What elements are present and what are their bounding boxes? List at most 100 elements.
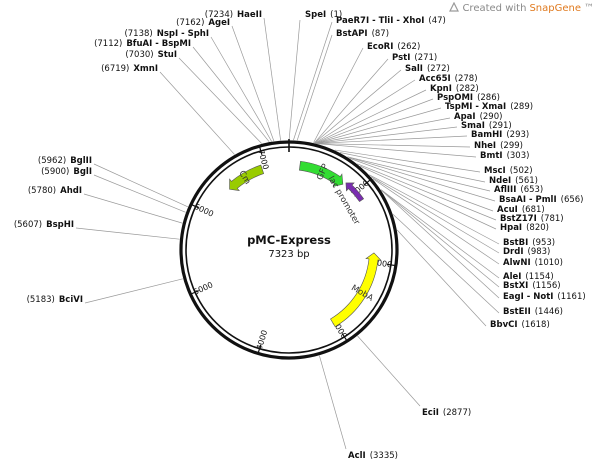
feature-gfp-arrow[interactable]	[298, 160, 344, 187]
site-position: (272)	[427, 64, 450, 74]
site-label-haeii: (7234)HaeII	[205, 10, 262, 20]
leader-line	[339, 152, 486, 183]
site-label-bstxi: BstXI (1156)	[503, 281, 561, 291]
site-name: XmnI	[133, 64, 158, 74]
site-label-nhei: NheI (299)	[474, 141, 523, 151]
site-label-bsteii: BstEII (1446)	[503, 307, 563, 317]
site-name: NspI - SphI	[157, 29, 209, 39]
site-label-nspi-sphi: (7138) NspI - SphI	[124, 29, 209, 39]
credit-tm: ™	[584, 3, 594, 14]
site-label-tspmi-xmai: TspMI - XmaI(289)	[445, 102, 533, 112]
site-name: NdeI	[489, 176, 511, 186]
site-name: BbvCI	[490, 320, 518, 330]
site-position: (983)	[528, 247, 551, 257]
site-labels: SpeI(1)PaeR7I - TliI - XhoI(47)BstAPI(87…	[14, 10, 586, 461]
leader-line	[93, 174, 186, 213]
site-position: (561)	[515, 176, 538, 186]
site-position: (681)	[522, 205, 545, 215]
site-label-stui: (7030)StuI	[125, 50, 177, 60]
site-position: (262)	[397, 42, 420, 52]
feature-lac-promoter-arrow[interactable]	[345, 182, 365, 203]
site-label-bglii: (5962) BglII	[38, 156, 92, 166]
leader-line	[396, 229, 487, 327]
tick-mark	[341, 333, 348, 341]
leader-line	[84, 278, 183, 304]
site-position: (7112)	[94, 39, 122, 49]
site-name: AhdI	[60, 186, 82, 196]
site-position: (7138)	[124, 29, 152, 39]
site-name: PspOMI	[437, 93, 473, 103]
site-position: (282)	[456, 84, 479, 94]
site-label-paer7i-tlii-xhoi: PaeR7I - TliI - XhoI(47)	[336, 16, 446, 26]
site-name: BstEII	[503, 307, 531, 317]
site-position: (1618)	[522, 320, 550, 330]
site-label-ahdi: (5780) AhdI	[28, 186, 82, 196]
site-name: AflIII	[494, 185, 516, 195]
site-position: (1156)	[532, 281, 560, 291]
leader-line	[372, 178, 500, 265]
site-position: (5607)	[14, 220, 42, 230]
site-name: AleI	[503, 272, 521, 282]
site-name: BglI	[73, 167, 92, 177]
feature-moba-arrow[interactable]	[330, 252, 382, 328]
site-position: (2877)	[443, 408, 471, 418]
site-name: BstXI	[503, 281, 528, 291]
site-position: (299)	[500, 141, 523, 151]
site-name: PstI	[392, 53, 410, 63]
leader-line	[314, 69, 402, 144]
site-name: EcoRI	[367, 42, 393, 52]
leader-line	[263, 17, 281, 141]
site-name: AlwNI	[503, 258, 531, 268]
site-name: BamHI	[471, 130, 502, 140]
site-label-bfuai-bspmi: (7112) BfuAI - BspMI	[94, 39, 191, 49]
site-label-alwni: AlwNI (1010)	[503, 258, 563, 268]
site-label-bcivi: (5183)BciVI	[27, 295, 83, 305]
site-position: (1154)	[525, 272, 553, 282]
site-label-bsphi: (5607) BspHI	[14, 220, 74, 230]
site-label-sali: SalI(272)	[405, 64, 450, 74]
snapgene-logo-icon	[449, 1, 460, 15]
leader-line	[316, 126, 458, 144]
site-name: AgeI	[208, 18, 230, 28]
site-position: (5962)	[38, 156, 66, 166]
site-name: NheI	[474, 141, 496, 151]
leader-line	[75, 227, 180, 240]
site-position: (290)	[480, 112, 503, 122]
site-name: EagI - NotI	[503, 292, 553, 302]
leader-line	[349, 157, 494, 212]
site-label-kpni: KpnI(282)	[430, 84, 479, 94]
site-name: BciVI	[59, 295, 83, 305]
site-label-apai: ApaI(290)	[454, 112, 502, 122]
leader-line	[370, 176, 500, 254]
site-name: BstAPI	[336, 29, 368, 39]
leader-line	[159, 71, 235, 155]
leader-line	[83, 193, 183, 224]
site-name: HaeII	[237, 10, 262, 20]
site-label-bsaai-pmli: BsaAI - PmlI(656)	[499, 195, 583, 205]
site-position: (953)	[532, 238, 555, 248]
leader-line	[381, 189, 500, 299]
site-name: StuI	[158, 50, 177, 60]
site-position: (303)	[507, 151, 530, 161]
leader-line	[357, 163, 497, 221]
feature-cm-arrow[interactable]	[229, 164, 265, 192]
site-label-acc65i: Acc65I(278)	[419, 74, 478, 84]
leader-line	[316, 135, 468, 144]
leader-line	[380, 189, 500, 288]
tick-mark	[257, 344, 262, 353]
site-name: BglII	[70, 156, 92, 166]
site-position: (1446)	[535, 307, 563, 317]
site-position: (1010)	[535, 258, 563, 268]
site-name: BspHI	[46, 220, 74, 230]
site-position: (5900)	[41, 167, 69, 177]
site-position: (5780)	[28, 186, 56, 196]
leader-line	[360, 165, 497, 230]
site-position: (1)	[330, 10, 342, 20]
leader-line	[316, 143, 471, 148]
leader-line	[293, 21, 333, 141]
site-label-hpai: HpaI(820)	[500, 223, 549, 233]
site-label-bbvci: BbvCI (1618)	[490, 320, 550, 330]
site-label-drdi: DrdI(983)	[503, 247, 550, 257]
tick-mark	[191, 204, 200, 209]
site-name: BfuAI - BspMI	[126, 39, 191, 49]
